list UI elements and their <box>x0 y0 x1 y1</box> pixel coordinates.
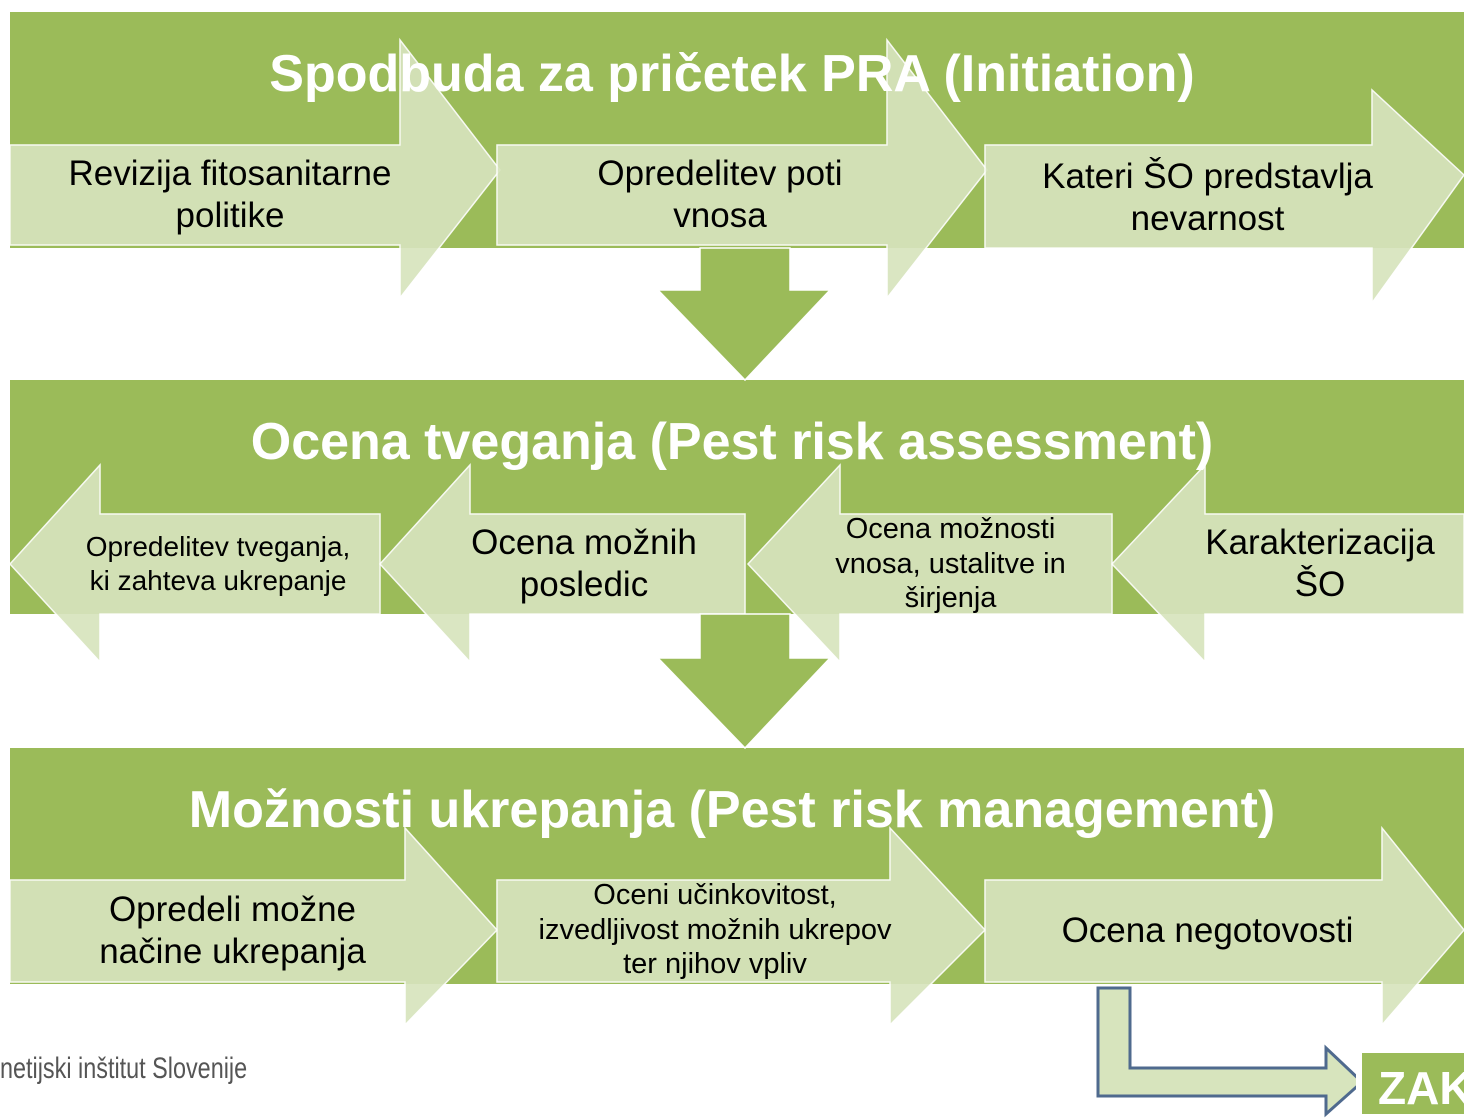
step-label-consequences: Ocena možnih posledic <box>471 523 697 604</box>
step-label-pathway: Opredelitev poti vnosa <box>597 154 843 235</box>
step-arrow-consequences <box>378 463 746 664</box>
step-arrow-policy-review <box>9 37 501 301</box>
step-arrow-uncertainty <box>984 825 1464 1028</box>
step-label-uncertainty: Ocena negotovosti <box>1061 911 1354 950</box>
step-arrow-management-options <box>9 826 499 1027</box>
step-label-risk-determination: Opredelitev tveganja, ki zahteva ukrepan… <box>85 531 351 596</box>
step-arrow-pest-characterization <box>1110 463 1464 664</box>
step-label-pest-characterization: Karakterizacija ŠO <box>1205 523 1435 604</box>
step-arrow-effectiveness <box>496 826 987 1027</box>
step-label-effectiveness: Oceni učinkovitost, izvedljivost možnih … <box>538 878 892 981</box>
connector-arrow-to-conclusion <box>1096 986 1365 1118</box>
step-arrow-pathway <box>496 37 988 301</box>
step-label-management-options: Opredeli možne načine ukrepanja <box>99 890 366 971</box>
down-arrow-to-assessment <box>656 247 832 382</box>
institute-name: netijski inštitut Slovenije <box>0 1052 248 1085</box>
step-arrow-risk-determination <box>8 463 381 664</box>
step-label-entry-probability: Ocena možnosti vnosa, ustalitve in širje… <box>835 512 1066 615</box>
conclusion-label: ZAK <box>1378 1062 1464 1114</box>
step-arrow-pest-hazard <box>984 88 1464 306</box>
conclusion-box: ZAK <box>1356 1047 1464 1120</box>
down-arrow-to-management <box>656 613 832 750</box>
step-label-pest-hazard: Kateri ŠO predstavlja nevarnost <box>1042 157 1373 238</box>
step-label-policy-review: Revizija fitosanitarne politike <box>68 154 392 235</box>
step-arrow-entry-probability <box>746 463 1113 664</box>
